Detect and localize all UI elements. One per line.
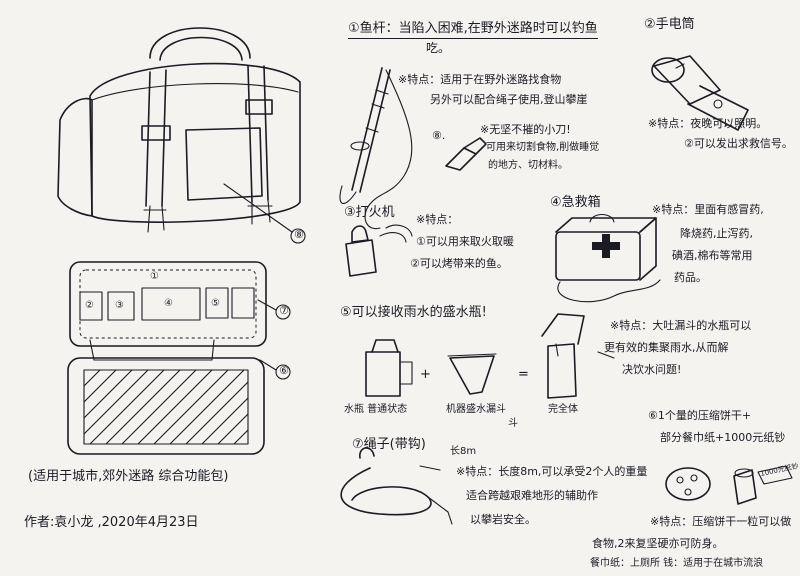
fishing-rod-drawing [339, 67, 413, 230]
lighter-drawing [345, 224, 413, 277]
food-title: ⑥1个量的压缩饼干+ [648, 409, 752, 422]
food-line-2: 部分餐巾纸+1000元纸钞 [660, 431, 786, 444]
knife-feature-3: 的地方、切材料。 [488, 160, 568, 171]
food-items-drawing [665, 465, 793, 505]
flashlight-feature-1: ※特点：夜晚可以照明。 [648, 117, 768, 130]
pocket-label-5: ⑤ [211, 298, 220, 309]
pocket-label-2: ② [85, 300, 94, 311]
first-aid-feature-3: 碘酒,棉布等常用 [672, 249, 753, 262]
flashlight-feature-2: ②可以发出求救信号。 [684, 137, 793, 150]
rope-feature-1: ※特点：长度8m,可以承受2个人的重量 [456, 465, 648, 478]
water-bottle-plus: + [420, 367, 431, 382]
opened-bag-drawing [67, 261, 291, 455]
first-aid-kit-drawing [555, 213, 661, 303]
food-feature-1: ※特点：压缩饼干一粒可以做 [650, 515, 792, 528]
water-bottle-diagram [365, 313, 615, 399]
pocket-label-1: ① [150, 271, 159, 282]
rope-drawing [340, 447, 453, 525]
fishing-rod-title: ①鱼杆： [348, 21, 399, 36]
bag-label-8: ⑧ [294, 228, 304, 241]
first-aid-feature-4: 药品。 [674, 271, 707, 284]
water-bottle-label-full: 完全体 [548, 404, 578, 415]
knife-feature-2: 可用来切割食物,削做睡觉 [486, 142, 600, 153]
water-bottle-label-normal: 水瓶 普通状态 [344, 404, 408, 415]
fishing-rod-desc: 当陷入困难,在野外迷路时可以钓鱼 [398, 21, 598, 36]
flashlight-drawing [651, 55, 749, 131]
fishing-rod-feature-1: ※特点：适用于在野外迷路找食物 [398, 73, 562, 86]
first-aid-feature-1: ※特点：里面有感冒药, [652, 203, 764, 216]
lighter-title: ③打火机 [344, 205, 395, 220]
bag-label-6: ⑥ [279, 364, 289, 377]
knife-feature-1: ※无坚不摧的小刀! [480, 123, 571, 136]
lighter-feature-1: ①可以用来取火取暖 [416, 235, 514, 248]
water-bottle-feature-3: 决饮水问题! [622, 363, 682, 376]
water-bottle-equals: = [518, 367, 529, 382]
fishing-rod-title-line: ①鱼杆：当陷入困难,在野外迷路时可以钓鱼 [348, 21, 598, 39]
first-aid-title: ④急救箱 [550, 195, 601, 210]
flashlight-title: ②手电筒 [644, 17, 695, 32]
knife-number: ⑧. [432, 129, 446, 142]
rope-feature-3: 以攀岩安全。 [470, 513, 536, 526]
water-bottle-title: ⑤可以接收雨水的盛水瓶! [340, 305, 487, 320]
fishing-rod-desc-2: 吃。 [426, 41, 451, 55]
first-aid-feature-2: 降烧药,止泻药, [680, 227, 753, 240]
water-bottle-feature-2: 更有效的集聚雨水,从而解 [604, 341, 729, 354]
pocket-label-3: ③ [115, 300, 124, 311]
rope-feature-2: 适合跨越艰难地形的辅助作 [466, 489, 598, 502]
lighter-feature-2: ②可以烤带来的鱼。 [410, 257, 508, 270]
rope-title: ⑦绳子(带钩) [352, 437, 426, 452]
author-signature: 作者:袁小龙 ,2020年4月23日 [24, 515, 199, 530]
rope-length: 长8m [450, 446, 477, 457]
bag-caption: (适用于城市,郊外迷路 综合功能包) [28, 469, 229, 484]
pocket-label-4: ④ [164, 298, 173, 309]
food-feature-2: 食物,2来复坚硬亦可防身。 [592, 537, 724, 550]
lighter-feature-head: ※特点： [416, 213, 459, 226]
knife-drawing [445, 137, 487, 171]
water-bottle-label-funnel-2: 斗 [508, 418, 518, 429]
backpack-drawing [57, 27, 306, 244]
food-feature-3: 餐巾纸：上厕所 钱：适用于在城市流浪 [590, 558, 764, 569]
water-bottle-feature-1: ※特点：大吐漏斗的水瓶可以 [610, 319, 752, 332]
fishing-rod-feature-2: 另外可以配合绳子使用,登山攀崖 [430, 93, 588, 106]
water-bottle-label-funnel: 机器盛水漏斗 [446, 404, 506, 415]
bag-label-7: ⑦ [279, 304, 289, 317]
